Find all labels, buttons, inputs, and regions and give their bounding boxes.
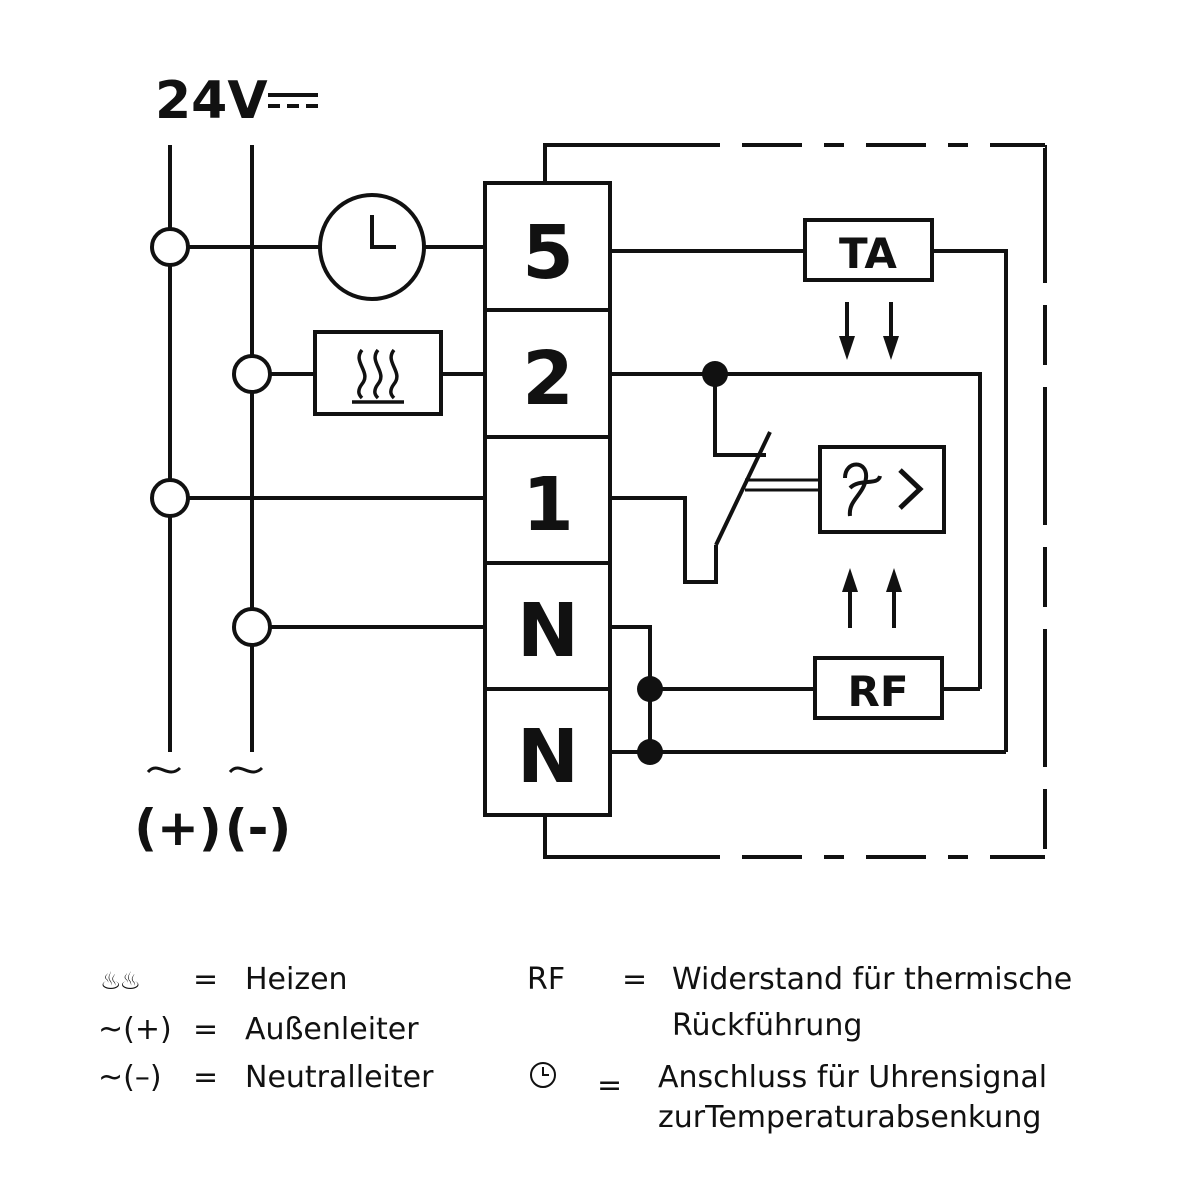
arrow-down-icon <box>883 302 899 360</box>
arrow-up-icon <box>886 568 902 628</box>
legend-eq: = <box>597 1068 623 1103</box>
legend-text-rf-line2: Rückführung <box>672 1008 863 1043</box>
legend-text-aussenleiter: Außenleiter <box>245 1012 419 1047</box>
legend-symbol-plus: ~(+) <box>98 1012 172 1047</box>
legend-clock-symbol <box>528 1060 558 1099</box>
heater-box <box>313 330 443 416</box>
legend-text-clock-line2: zurTemperaturabsenkung <box>658 1100 1042 1135</box>
temperature-sensor-box <box>818 445 946 534</box>
arrow-down-icon <box>839 302 855 360</box>
theta-symbol <box>843 462 882 517</box>
legend-eq: = <box>193 1060 219 1095</box>
tilde-plus-mark <box>146 766 182 774</box>
terminal-label-n: N <box>517 588 579 674</box>
legend-eq: = <box>622 962 648 997</box>
ta-label: TA <box>839 229 897 278</box>
rf-label: RF <box>847 667 908 716</box>
tilde-minus-mark <box>228 766 264 774</box>
legend-symbol-minus: ~(–) <box>98 1060 162 1095</box>
junction-dot <box>702 361 728 387</box>
terminal-label-1: 1 <box>522 462 574 548</box>
supply-terminal <box>232 354 272 394</box>
voltage-label: 24V <box>155 71 268 131</box>
legend-text-rf-line1: Widerstand für thermische <box>672 962 1073 997</box>
supply-terminal <box>150 227 190 267</box>
terminal-label-2: 2 <box>522 336 574 422</box>
heat-icon <box>352 348 404 404</box>
legend-eq: = <box>193 962 219 997</box>
supply-plus-label: (+) <box>134 799 222 857</box>
legend-eq: = <box>193 1012 219 1047</box>
clock-icon <box>530 1062 556 1088</box>
supply-terminal <box>232 607 272 647</box>
clock-icon <box>318 193 426 301</box>
legend-text-clock-line1: Anschluss für Uhrensignal <box>658 1060 1048 1095</box>
legend-text-neutralleiter: Neutralleiter <box>245 1060 434 1095</box>
legend-text-heizen: Heizen <box>245 962 348 997</box>
supply-minus-label: (-) <box>225 799 291 857</box>
terminal-label-n: N <box>517 714 579 800</box>
legend-heat-symbol: ♨♨ <box>100 962 141 999</box>
heat-icon: ♨♨ <box>100 967 141 995</box>
switch-contact <box>714 431 772 546</box>
terminal-label-5: 5 <box>522 210 574 296</box>
arrow-up-icon <box>842 568 858 628</box>
supply-terminal <box>150 478 190 518</box>
junction-dot <box>637 739 663 765</box>
junction-dot <box>637 676 663 702</box>
legend-symbol-rf: RF <box>527 962 566 997</box>
